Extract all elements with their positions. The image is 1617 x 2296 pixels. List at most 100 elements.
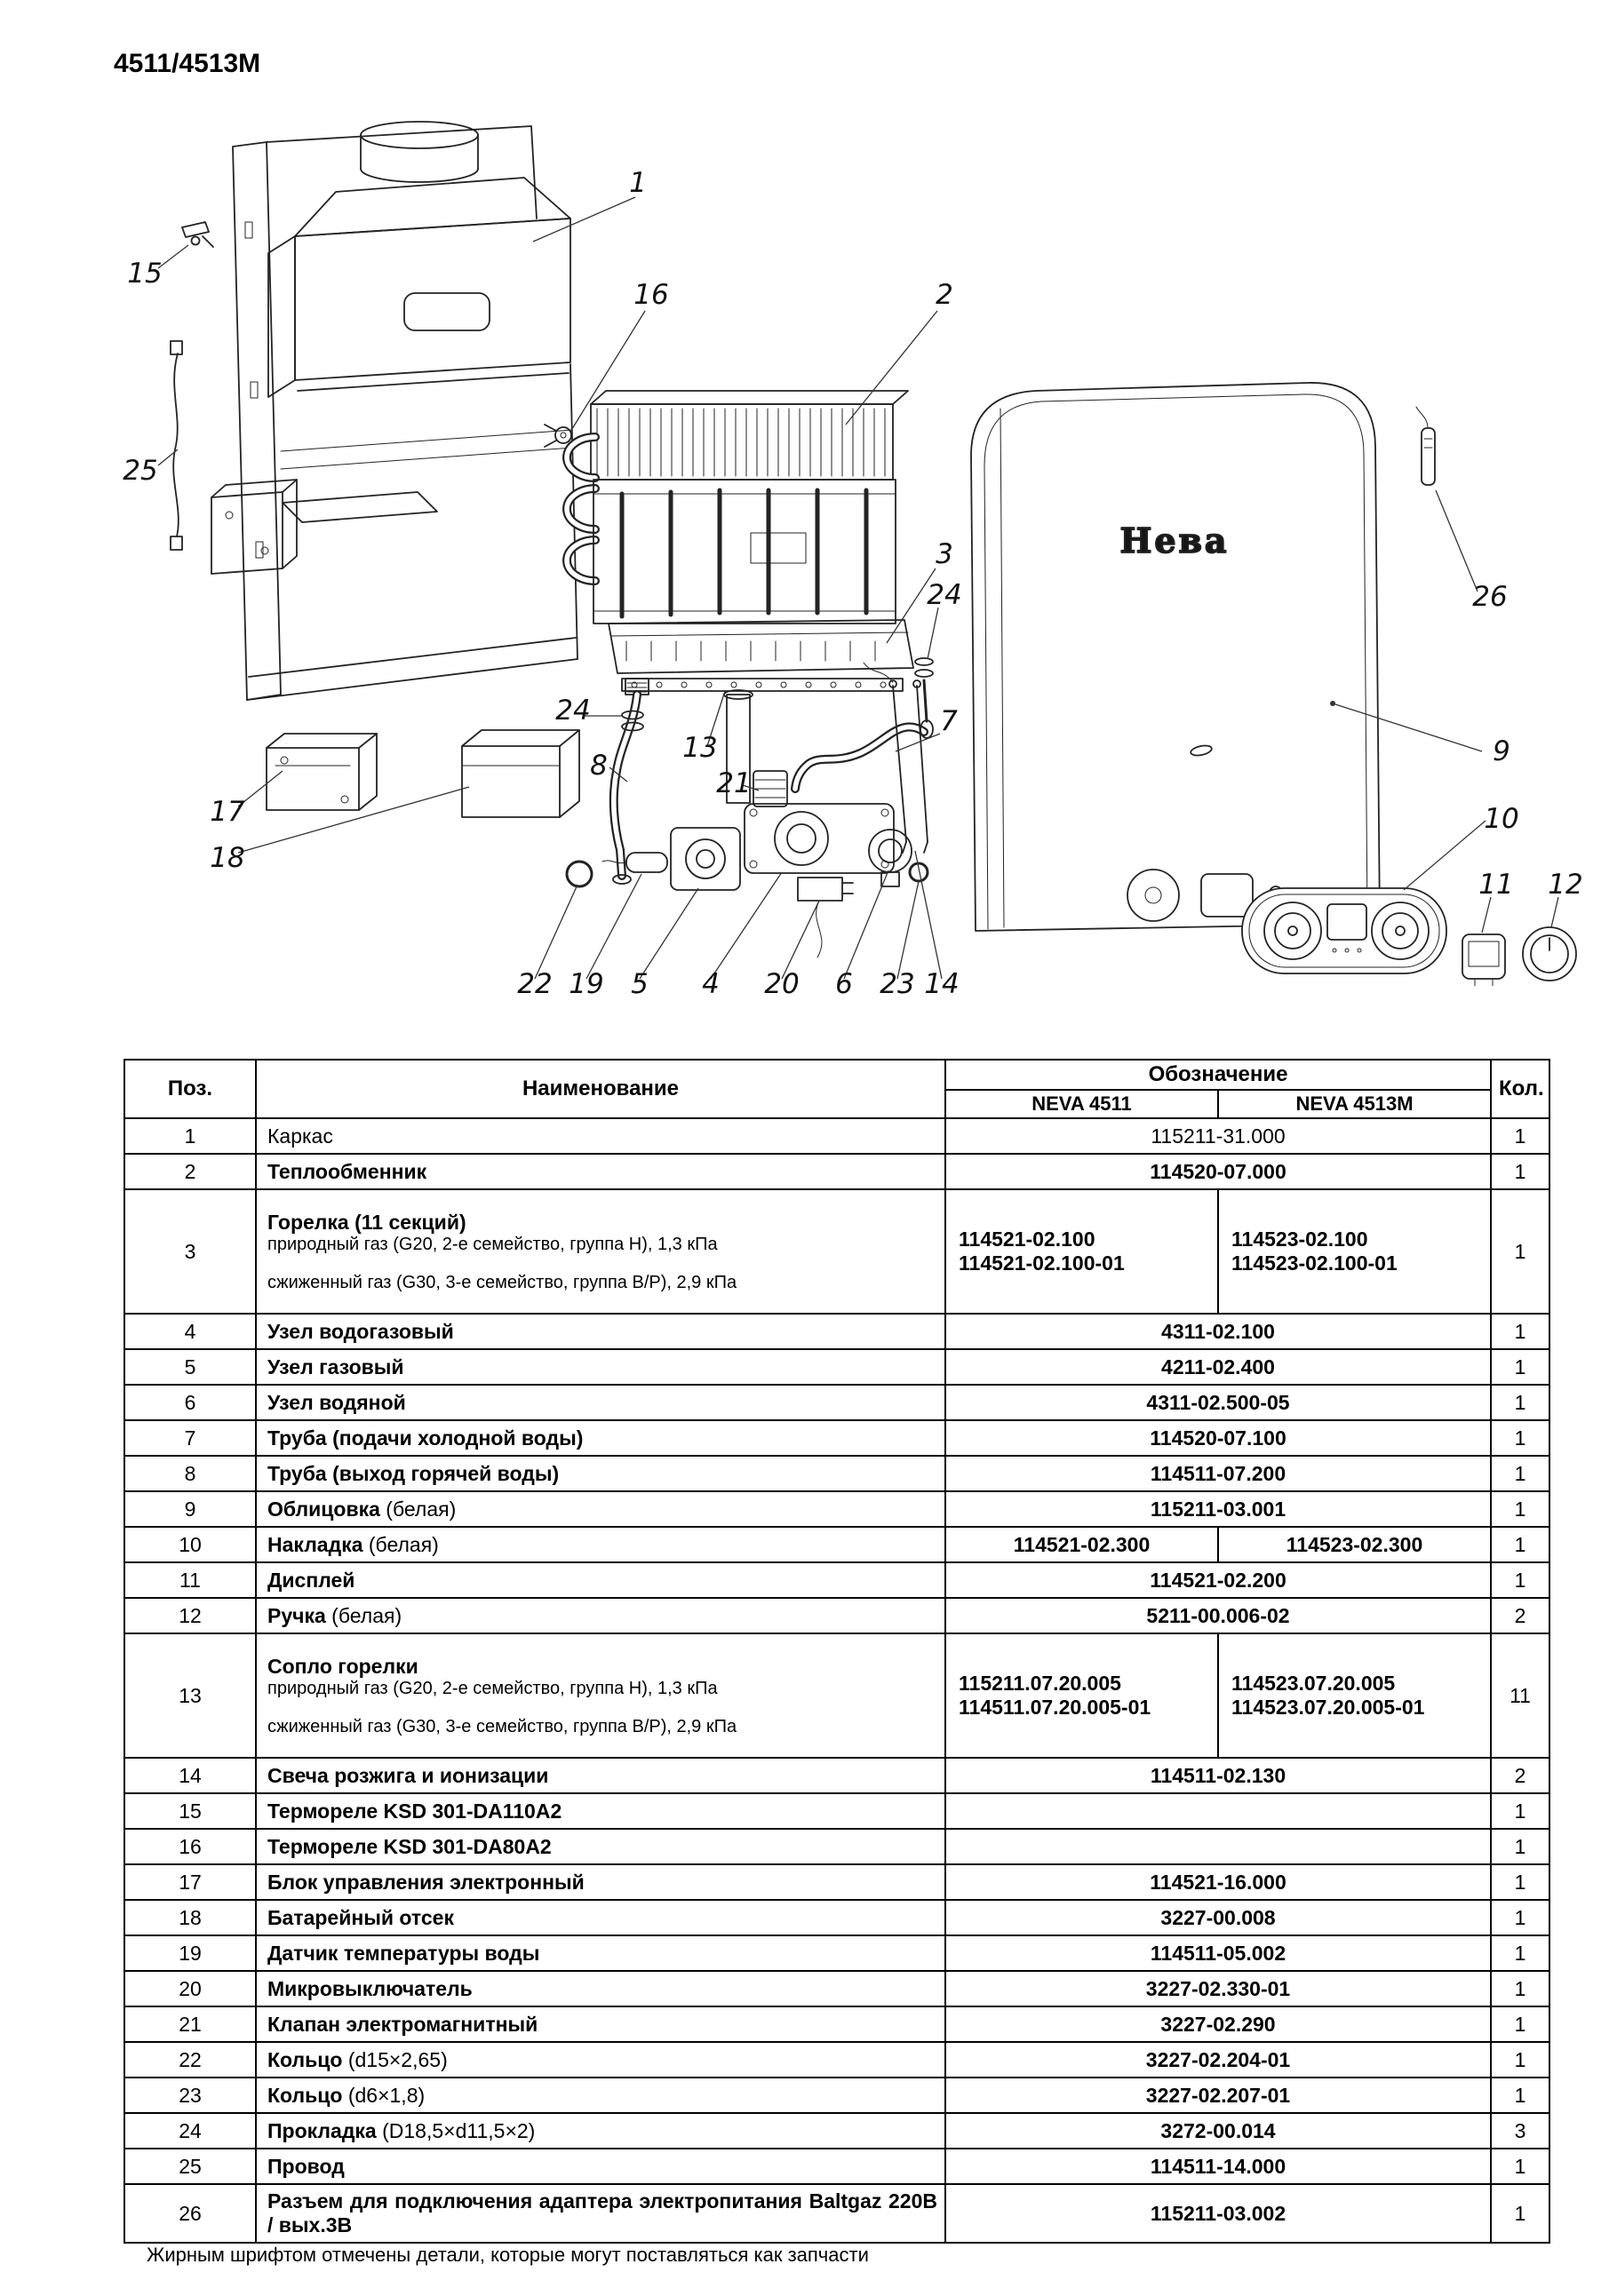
table-row: 11 Дисплей 114521-02.200 1 [123, 1561, 1551, 1599]
pos-cell: 2 [123, 1153, 257, 1190]
designation-cell: 114511-14.000 [944, 2148, 1493, 2185]
pos-cell: 8 [123, 1455, 257, 1492]
table-row: 16 Термореле KSD 301-DA80A2 1 [123, 1828, 1551, 1865]
table-row: 24 Прокладка (D18,5×d11,5×2) 3272-00.014… [123, 2112, 1551, 2149]
exploded-diagram: Нева [123, 121, 1583, 1000]
callout-2: 2 [936, 279, 953, 311]
designation-4511-cell: 114521-02.300 [944, 1526, 1219, 1563]
designation-cell: 115211-31.000 [944, 1117, 1493, 1155]
part-name: Сопло горелки [267, 1654, 418, 1678]
name-cell: Дисплей [255, 1561, 946, 1599]
pos-cell: 11 [123, 1561, 257, 1599]
ignition-electrodes [863, 662, 928, 854]
pos-cell: 18 [123, 1899, 257, 1936]
qty-cell: 1 [1490, 2148, 1551, 2185]
table-row: 20 Микровыключатель 3227-02.330-01 1 [123, 1970, 1551, 2007]
callout-22: 22 [517, 968, 552, 1000]
callout-16: 16 [633, 279, 668, 311]
table-row: 8 Труба (выход горячей воды) 114511-07.2… [123, 1455, 1551, 1492]
pos-cell: 9 [123, 1490, 257, 1528]
qty-cell: 1 [1490, 1792, 1551, 1830]
parts-table: Поз. Наименование Обозначение Кол. NEVA … [123, 1059, 1551, 2244]
callout-19: 19 [569, 968, 603, 1000]
pos-cell: 13 [123, 1633, 257, 1759]
qty-cell: 1 [1490, 1419, 1551, 1457]
callout-26: 26 [1472, 581, 1507, 613]
pos-cell: 12 [123, 1597, 257, 1634]
table-row: 12 Ручка (белая) 5211-00.006-02 2 [123, 1597, 1551, 1634]
designation-cell: 114511-05.002 [944, 1935, 1493, 1972]
designation-cell: 4211-02.400 [944, 1348, 1493, 1386]
water-temp-sensor [601, 852, 668, 873]
designation-cell: 114511-02.130 [944, 1757, 1493, 1794]
table-row: 23 Кольцо (d6×1,8) 3227-02.207-01 1 [123, 2077, 1551, 2114]
callout-13: 13 [682, 732, 717, 764]
pos-cell: 5 [123, 1348, 257, 1386]
qty-cell: 1 [1490, 1935, 1551, 1972]
display-module [1462, 933, 1506, 986]
cold-water-pipe [791, 679, 934, 793]
designation-cell: 3227-02.290 [944, 2006, 1493, 2043]
pos-cell: 6 [123, 1384, 257, 1421]
header-neva-4511: NEVA 4511 [944, 1089, 1219, 1119]
knob [1522, 926, 1577, 981]
name-cell: Провод [255, 2148, 946, 2185]
header-qty: Кол. [1490, 1059, 1551, 1119]
callout-9: 9 [1493, 735, 1510, 767]
hot-water-pipe [609, 678, 649, 885]
name-cell: Кольцо (d6×1,8) [255, 2077, 946, 2114]
table-row: 21 Клапан электромагнитный 3227-02.290 1 [123, 2006, 1551, 2043]
burner-nozzles [621, 678, 904, 804]
table-row: 4 Узел водогазовый 4311-02.100 1 [123, 1313, 1551, 1350]
casing: Нева [970, 382, 1381, 932]
name-cell: Труба (выход горячей воды) [255, 1455, 946, 1492]
callout-5: 5 [631, 968, 649, 1000]
designation-cell [944, 1792, 1493, 1830]
table-row: 19 Датчик температуры воды 114511-05.002… [123, 1935, 1551, 1972]
designation-cell: 3227-00.008 [944, 1899, 1493, 1936]
callout-8: 8 [590, 750, 608, 782]
table-row: 26 Разъем для подключения адаптера элект… [123, 2183, 1551, 2244]
callout-24: 24 [927, 579, 961, 611]
table-row: 9 Облицовка (белая) 115211-03.001 1 [123, 1490, 1551, 1528]
table-row: 6 Узел водяной 4311-02.500-05 1 [123, 1384, 1551, 1421]
footnote: Жирным шрифтом отмечены детали, которые … [147, 2244, 869, 2266]
control-overlay [1241, 887, 1447, 974]
callout-15: 15 [127, 258, 162, 290]
water-unit [868, 829, 912, 887]
qty-cell: 1 [1490, 2183, 1551, 2244]
heat-exchanger [562, 390, 909, 624]
name-cell: Блок управления электронный [255, 1863, 946, 1901]
table-row: 22 Кольцо (d15×2,65) 3227-02.204-01 1 [123, 2041, 1551, 2078]
header-pos: Поз. [123, 1059, 257, 1119]
name-cell: Термореле KSD 301-DA80A2 [255, 1828, 946, 1865]
qty-cell: 1 [1490, 1384, 1551, 1421]
pos-cell: 16 [123, 1828, 257, 1865]
fuel-variant-lpg: сжиженный газ (G30, 3-е семейство, групп… [267, 1716, 737, 1736]
designation-cell: 4311-02.500-05 [944, 1384, 1493, 1421]
name-cell: Горелка (11 секций) природный газ (G20, … [255, 1188, 946, 1315]
qty-cell: 1 [1490, 2006, 1551, 2043]
qty-cell: 1 [1490, 1188, 1551, 1315]
designation-cell: 3272-00.014 [944, 2112, 1493, 2149]
table-row: 15 Термореле KSD 301-DA110A2 1 [123, 1792, 1551, 1830]
pos-cell: 24 [123, 2112, 257, 2149]
pos-cell: 1 [123, 1117, 257, 1155]
table-row: 5 Узел газовый 4211-02.400 1 [123, 1348, 1551, 1386]
qty-cell: 1 [1490, 1863, 1551, 1901]
pos-cell: 23 [123, 2077, 257, 2114]
control-unit [266, 733, 378, 811]
qty-cell: 1 [1490, 2077, 1551, 2114]
callout-7: 7 [940, 705, 958, 737]
pos-cell: 20 [123, 1970, 257, 2007]
designation-cell: 5211-00.006-02 [944, 1597, 1493, 1634]
callout-25: 25 [123, 455, 157, 487]
pos-cell: 15 [123, 1792, 257, 1830]
table-row: 7 Труба (подачи холодной воды) 114520-07… [123, 1419, 1551, 1457]
wire [170, 340, 183, 551]
qty-cell: 11 [1490, 1633, 1551, 1759]
table-row: 10 Накладка (белая) 114521-02.300 114523… [123, 1526, 1551, 1563]
